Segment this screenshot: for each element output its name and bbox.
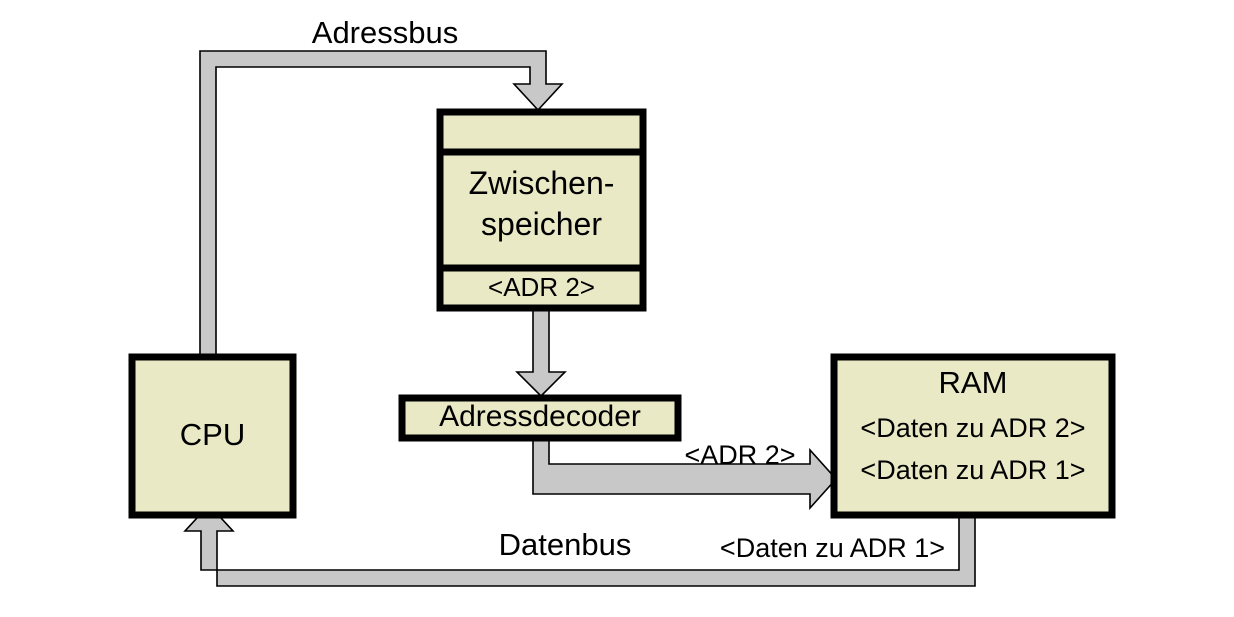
bus-decoder-to-ram (532, 434, 838, 511)
node-address-decoder[interactable] (398, 394, 682, 442)
bus-address (199, 50, 564, 366)
bus-buffer-to-decoder (515, 304, 567, 398)
node-buffer[interactable] (436, 108, 647, 312)
node-cpu[interactable] (128, 353, 297, 519)
node-ram[interactable] (830, 353, 1116, 519)
